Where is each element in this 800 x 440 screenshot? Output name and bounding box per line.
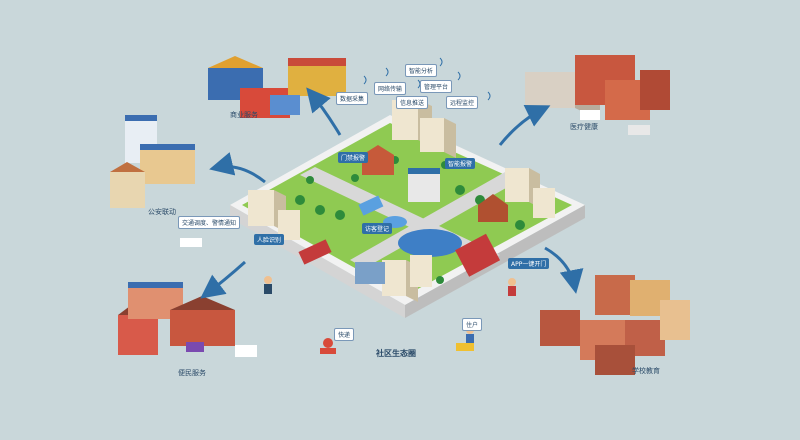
label-security: 公安联动 [148,208,176,216]
convenience-cluster [118,282,257,357]
commerce-cluster [208,56,346,118]
center-label: 社区生态圈 [376,349,416,358]
arrow-to-convenience [200,260,247,299]
tag-face: 人脸识别 [254,234,285,245]
medical-cluster [525,55,670,135]
tag-smart: 智能报警 [445,158,476,169]
security-cluster [110,115,202,247]
arrow-to-education [544,246,584,294]
bubble-delivery: 快递 [334,328,355,341]
arrow-to-security [209,152,266,184]
tag-visitor: 访客登记 [362,223,393,234]
bubble-resident: 住户 [462,318,483,331]
label-education: 学校教育 [632,367,660,375]
education-cluster [540,275,690,375]
signal-5: 信息推送 [396,96,429,109]
label-convenience: 便民服务 [178,369,206,377]
tag-app: APP一键开门 [508,258,550,269]
signal-4: 远程监控 [446,96,479,109]
bubble-police: 交通调度、警情通知 [178,216,241,229]
label-medical: 医疗健康 [570,123,598,131]
connection-arrows [200,87,584,299]
signal-0: 数据采集 [336,92,369,105]
signal-2: 智能分析 [405,64,438,77]
platform-buildings [248,100,555,302]
tag-access: 门禁报警 [338,152,369,163]
signal-3: 管理平台 [420,80,453,93]
community-platform [230,115,585,318]
trees [295,156,525,284]
arrow-to-medical [498,104,551,146]
signal-1: 网络传输 [374,82,407,95]
label-commerce: 商业服务 [230,111,258,119]
arrow-to-commerce [306,87,342,136]
